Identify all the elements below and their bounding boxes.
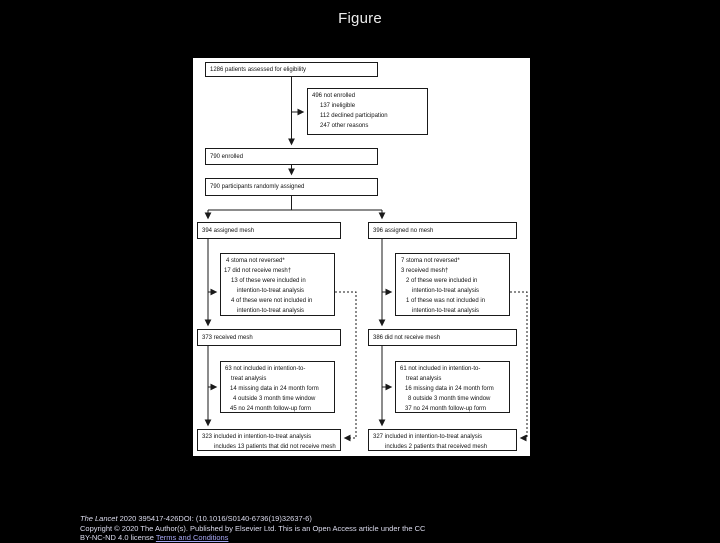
flow-connectors <box>204 77 528 442</box>
citation-block: The Lancet 2020 395417-426DOI: (10.1016/… <box>80 514 680 543</box>
box-line: 373 received mesh <box>202 334 253 341</box>
citation-reference: The Lancet 2020 395417-426DOI: (10.1016/… <box>80 514 680 524</box>
license-text: BY-NC-ND 4.0 license <box>80 533 156 542</box>
box-line: 496 not enrolled <box>312 93 356 99</box>
box-no-mesh-itt: 327 included in intention-to-treat analy… <box>368 429 517 451</box>
box-received-mesh: 373 received mesh <box>197 329 341 346</box>
box-line: 396 assigned no mesh <box>373 227 434 234</box>
box-line: 14 missing data in 24 month form <box>230 386 319 392</box>
box-line: 137 ineligible <box>320 103 356 109</box>
flow-diagram-panel: 1286 patients assessed for eligibility 4… <box>193 58 530 456</box>
box-enrolled: 790 enrolled <box>205 148 378 165</box>
box-line: 4 stoma not reversed* <box>226 258 285 264</box>
box-line: 1 of these was not included in <box>406 298 486 304</box>
box-line: 790 enrolled <box>210 153 244 160</box>
box-line: 2 of these were included in <box>406 278 478 284</box>
reference-text: 2020 395417-426DOI: (10.1016/S0140-6736(… <box>117 514 312 523</box>
box-line: 17 did not receive mesh† <box>224 268 292 274</box>
box-line: 394 assigned mesh <box>202 227 255 234</box>
box-mesh-itt: 323 included in intention-to-treat analy… <box>197 429 341 451</box>
box-line: 8 outside 3 month time window <box>408 396 491 402</box>
box-did-not-receive-mesh: 386 did not receive mesh <box>368 329 517 346</box>
box-line: includes 13 patients that did not receiv… <box>214 444 336 450</box>
box-line: 1286 patients assessed for eligibility <box>210 66 307 73</box>
box-line: 7 stoma not reversed* <box>401 258 460 264</box>
box-randomized: 790 participants randomly assigned <box>205 178 378 196</box>
box-line: intention-to-treat analysis <box>237 308 305 314</box>
box-line: 323 included in intention-to-treat analy… <box>202 434 312 440</box>
box-line: intention-to-treat analysis <box>412 308 480 314</box>
journal-name: The Lancet <box>80 514 118 523</box>
box-line: 13 of these were included in <box>231 278 306 284</box>
box-line: includes 2 patients that received mesh <box>385 444 488 450</box>
box-mesh-deviations: 4 stoma not reversed* 17 did not receive… <box>220 253 335 316</box>
connector-randomized-split <box>208 196 382 211</box>
box-line: 4 outside 3 month time window <box>233 396 316 402</box>
box-assigned-no-mesh: 396 assigned no mesh <box>368 222 517 239</box>
connector-dashed-mesh-crossover <box>335 291 357 442</box>
box-line: treat analysis <box>231 376 267 382</box>
connector-dashed-no-mesh-crossover <box>510 291 528 442</box>
box-line: 247 other reasons <box>320 123 369 129</box>
box-line: intention-to-treat analysis <box>237 288 305 294</box>
box-line: 790 participants randomly assigned <box>210 184 305 190</box>
box-line: 327 included in intention-to-treat analy… <box>373 434 483 440</box>
box-line: 3 received mesh† <box>401 268 449 274</box>
terms-and-conditions-link[interactable]: Terms and Conditions <box>155 533 229 542</box>
box-no-mesh-deviations: 7 stoma not reversed* 3 received mesh† 2… <box>395 253 510 316</box>
box-line: 112 declined participation <box>320 113 388 119</box>
box-line: 61 not included in intention-to- <box>400 366 481 372</box>
box-line: treat analysis <box>406 376 442 382</box>
box-mesh-excluded: 63 not included in intention-to- treat a… <box>220 361 335 413</box>
box-not-enrolled: 496 not enrolled 137 ineligible 112 decl… <box>307 88 428 135</box>
box-line: 45 no 24 month follow-up form <box>230 406 312 412</box>
box-assessed-eligibility: 1286 patients assessed for eligibility <box>205 62 378 77</box>
citation-copyright: Copyright © 2020 The Author(s). Publishe… <box>80 523 426 533</box>
box-line: 4 of these were not included in <box>231 298 313 304</box>
box-line: 16 missing data in 24 month form <box>405 386 494 392</box>
box-assigned-mesh: 394 assigned mesh <box>197 222 341 239</box>
box-line: intention-to-treat analysis <box>412 288 480 294</box>
box-line: 63 not included in intention-to- <box>225 366 306 372</box>
box-line: 37 no 24 month follow-up form <box>405 406 487 412</box>
figure-title: Figure <box>338 10 382 27</box>
box-no-mesh-excluded: 61 not included in intention-to- treat a… <box>395 361 510 413</box>
citation-license: BY-NC-ND 4.0 license Terms and Condition… <box>80 533 680 543</box>
box-line: 386 did not receive mesh <box>373 334 441 341</box>
